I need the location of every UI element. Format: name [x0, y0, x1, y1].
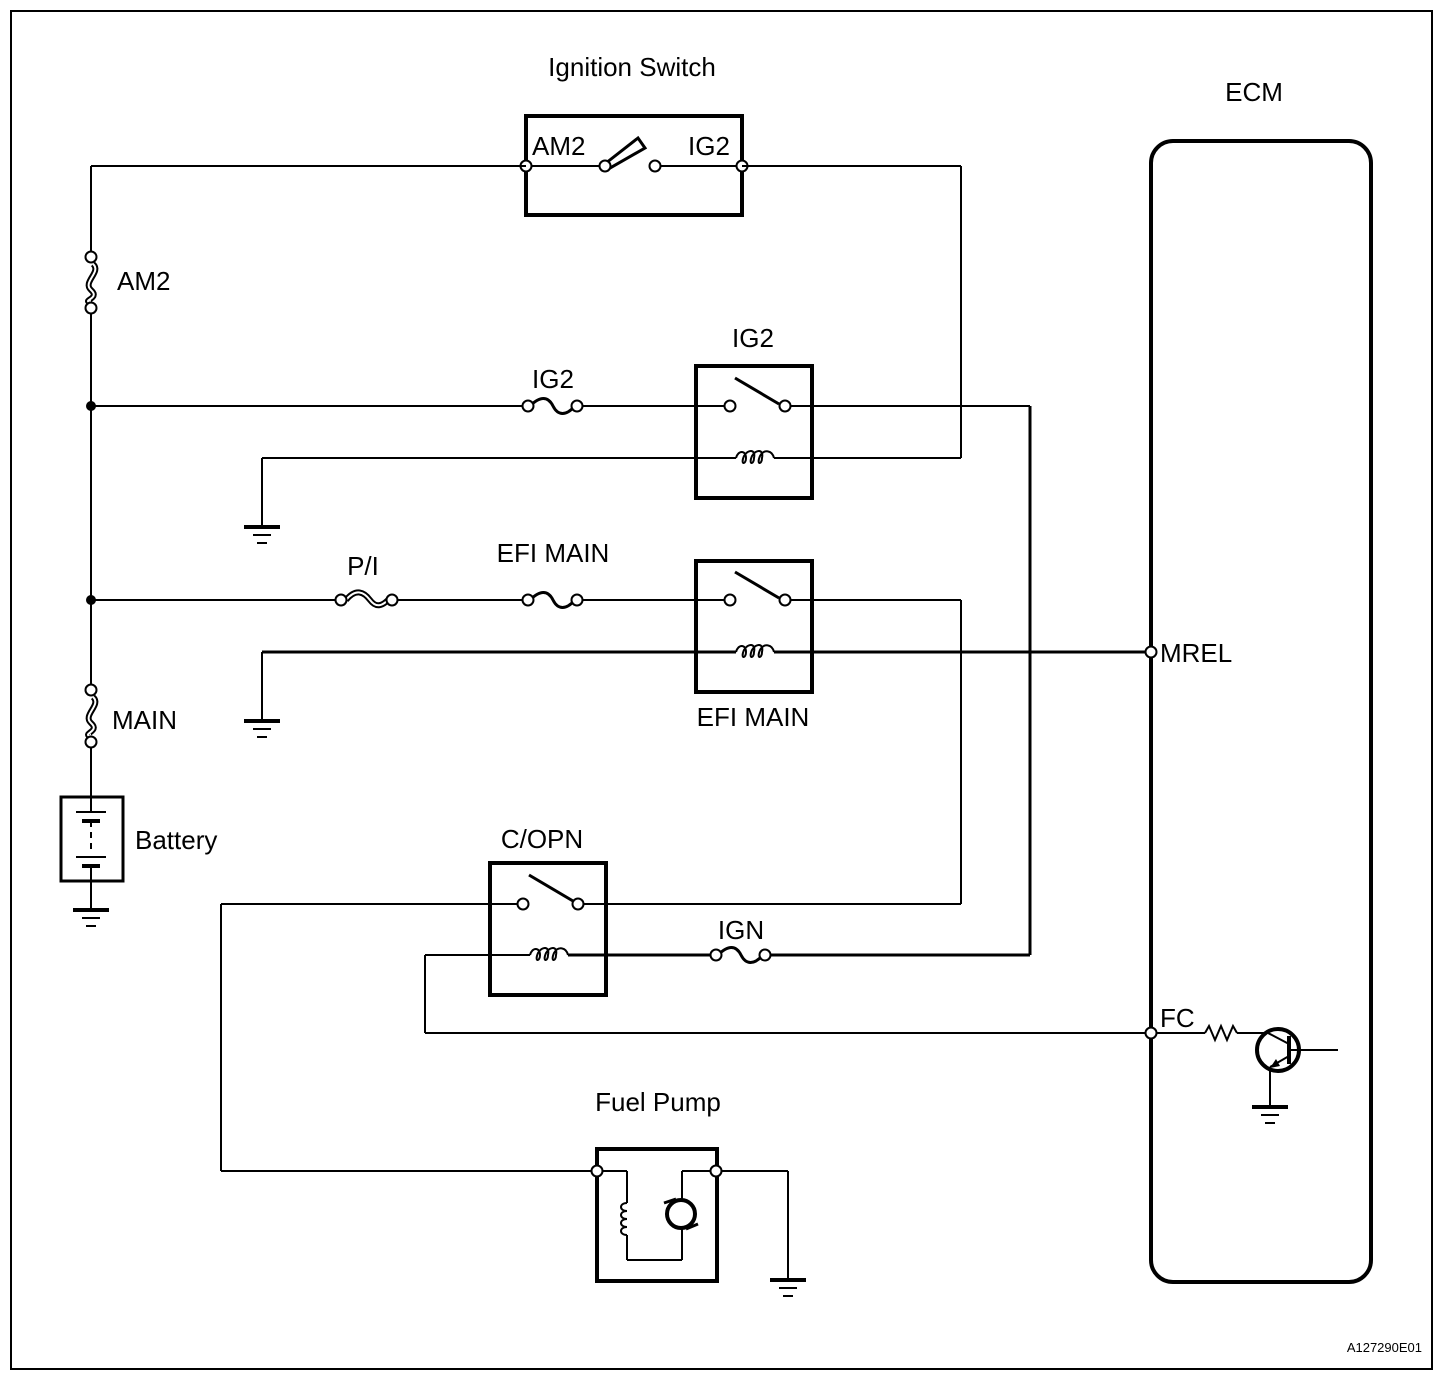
fuel-pump-box — [595, 1147, 719, 1283]
ground-icon — [73, 908, 109, 927]
motor-coil-icon — [620, 1202, 628, 1236]
relay-efi-main-box — [694, 559, 814, 694]
relay-contact-icon — [734, 570, 780, 600]
ground-icon — [1252, 1105, 1288, 1124]
relay-coil-icon — [529, 947, 569, 961]
ecm-box — [1149, 139, 1373, 1284]
relay-contact-icon — [734, 376, 780, 406]
fuel-pump-label: Fuel Pump — [595, 1087, 721, 1117]
ecm-terminal-mrel: MREL — [1160, 638, 1232, 668]
ignition-switch: Ignition Switch AM2 IG2 — [519, 52, 749, 217]
battery: Battery — [59, 795, 217, 927]
terminal-icon — [1144, 1026, 1158, 1040]
fuse-efi-main-label: EFI MAIN — [497, 538, 610, 568]
switch-lever-icon — [603, 135, 648, 170]
relay-coil-icon — [735, 450, 775, 464]
resistor-icon — [1204, 1023, 1238, 1043]
figure-id: A127290E01 — [1347, 1340, 1422, 1355]
ig2-circuit: IG2 IG2 — [91, 165, 1032, 955]
ecm: ECM MREL FC — [1144, 77, 1373, 1284]
fuse-pi-label: P/I — [347, 551, 379, 581]
fuse-main: MAIN — [84, 683, 177, 749]
ecm-title: ECM — [1225, 77, 1283, 107]
c-opn-circuit: C/OPN IGN — [220, 824, 1145, 1172]
ignition-switch-title: Ignition Switch — [548, 52, 716, 82]
relay-coil-icon — [735, 644, 775, 658]
ground-icon — [244, 719, 280, 738]
motor-icon — [665, 1198, 697, 1230]
ground-icon — [244, 525, 280, 544]
main-bus — [86, 165, 526, 798]
ecm-terminal-fc: FC — [1160, 1003, 1195, 1033]
efi-main-circuit: P/I EFI MAIN EFI MAIN — [91, 538, 1145, 904]
relay-contact-icon — [528, 873, 574, 903]
battery-label: Battery — [135, 825, 217, 855]
fuse-ign-label: IGN — [718, 915, 764, 945]
terminal-icon — [598, 159, 612, 173]
terminal-icon — [1144, 645, 1158, 659]
diagram-frame — [10, 10, 1433, 1370]
relay-efi-main-label: EFI MAIN — [697, 702, 810, 732]
fuse-icon — [528, 397, 577, 415]
fuse-ig2-label: IG2 — [532, 364, 574, 394]
fuse-am2-label: AM2 — [117, 266, 170, 296]
fuse-main-label: MAIN — [112, 705, 177, 735]
fuel-pump: Fuel Pump — [590, 1087, 806, 1297]
relay-c-opn-label: C/OPN — [501, 824, 583, 854]
fuse-am2: AM2 — [84, 250, 170, 315]
fuse-icon — [528, 591, 577, 609]
terminal-icon — [648, 159, 662, 173]
ignition-switch-terminal-ig2: IG2 — [688, 131, 730, 161]
fuse-icon — [716, 946, 765, 964]
ground-icon — [770, 1278, 806, 1297]
relay-c-opn-box — [488, 861, 608, 997]
ignition-switch-terminal-am2: AM2 — [532, 131, 585, 161]
relay-ig2-label: IG2 — [732, 323, 774, 353]
relay-ig2-box — [694, 364, 814, 500]
